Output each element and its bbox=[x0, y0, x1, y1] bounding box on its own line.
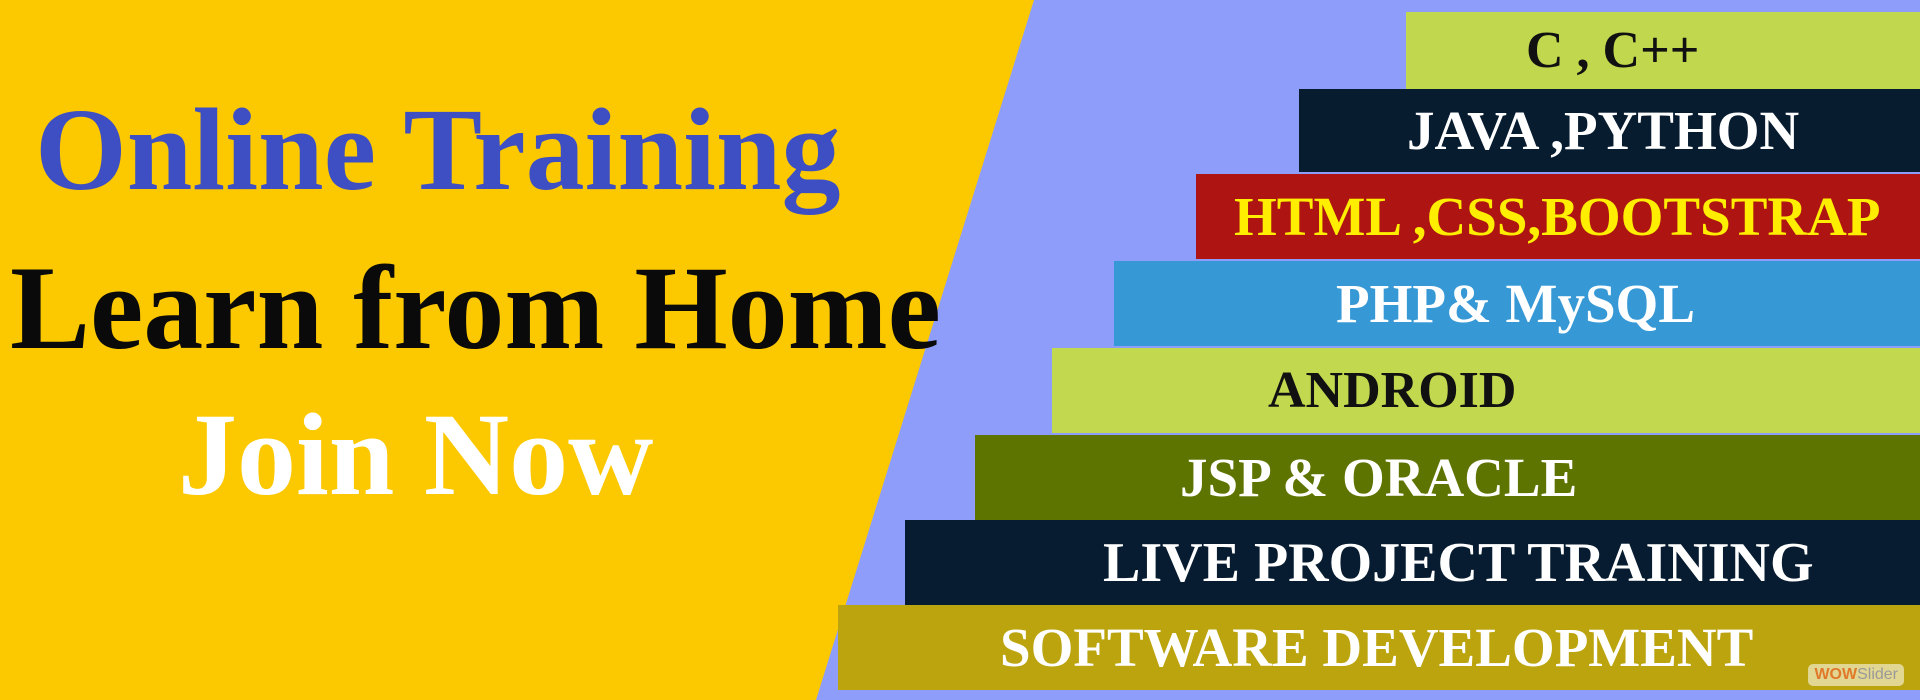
course-step-android: ANDROID bbox=[1052, 348, 1920, 433]
course-label: JSP & ORACLE bbox=[1180, 447, 1578, 508]
course-label: HTML ,CSS,BOOTSTRAP bbox=[1234, 186, 1881, 247]
course-label: LIVE PROJECT TRAINING bbox=[1103, 531, 1814, 594]
subheadline-learn-from-home: Learn from Home bbox=[10, 241, 941, 374]
watermark-part2: Slider bbox=[1857, 666, 1898, 683]
join-now-text: Join Now bbox=[178, 389, 654, 520]
course-step-java-python: JAVA ,PYTHON bbox=[1299, 89, 1920, 172]
course-label: PHP& MySQL bbox=[1336, 273, 1696, 334]
course-step-c-cpp: C , C++ bbox=[1406, 12, 1920, 89]
watermark-part1: WOW bbox=[1814, 666, 1858, 683]
course-step-live-project-training: LIVE PROJECT TRAINING bbox=[905, 520, 1920, 605]
course-label: C , C++ bbox=[1526, 22, 1700, 79]
course-step-jsp-oracle: JSP & ORACLE bbox=[975, 435, 1920, 520]
course-step-php-mysql: PHP& MySQL bbox=[1114, 261, 1920, 346]
course-label: ANDROID bbox=[1268, 362, 1517, 419]
course-label: SOFTWARE DEVELOPMENT bbox=[1000, 617, 1754, 678]
wowslider-watermark: WOWSlider bbox=[1808, 664, 1904, 686]
course-step-software-development: SOFTWARE DEVELOPMENT bbox=[838, 605, 1920, 690]
headline-online-training: Online Training bbox=[35, 84, 841, 215]
course-step-html-css-bootstrap: HTML ,CSS,BOOTSTRAP bbox=[1196, 174, 1920, 259]
course-label: JAVA ,PYTHON bbox=[1407, 100, 1800, 161]
